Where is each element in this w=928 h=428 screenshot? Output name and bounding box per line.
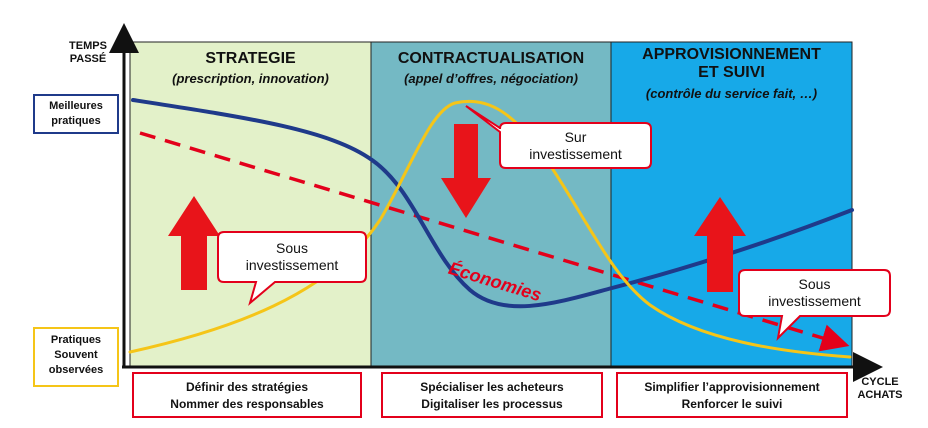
action-strategie-1: Définir des stratégies (185, 380, 309, 394)
phase-subtitle-approvisionnement: (contrôle du service fait, …) (645, 86, 818, 101)
actions-box-strategie: Définir des stratégies Nommer des respon… (132, 372, 362, 418)
legend-observed-line1: Pratiques (50, 334, 102, 346)
y-axis-label: TEMPS PASSÉ (64, 40, 112, 66)
callout-over-invest-line1: Sur (564, 129, 587, 145)
callout-bubble-over-invest (465, 105, 652, 169)
callout-bubble-under-invest-2 (738, 269, 891, 341)
phase-header-approvisionnement: APPROVISIONNEMENT ET SUIVI (contrôle du … (611, 46, 852, 102)
savings-trend-line (139, 131, 850, 352)
callout-under-invest-1-line1: Sous (276, 240, 308, 256)
phase-subtitle-strategie: (prescription, innovation) (172, 71, 329, 86)
legend-best-line1: Meilleures (49, 100, 103, 112)
up-arrow-approvisionnement (694, 197, 746, 292)
phase-title-strategie: STRATEGIE (205, 50, 296, 67)
x-axis-label-line2: ACHATS (857, 389, 903, 401)
phase-header-contractualisation: CONTRACTUALISATION (appel d’offres, négo… (371, 50, 611, 87)
down-arrow-contractualisation (441, 124, 491, 218)
x-axis-label: CYCLE ACHATS (856, 376, 904, 402)
up-arrow-strategie (168, 196, 220, 290)
phase-title-approvisionnement-line2: ET SUIVI (698, 64, 765, 81)
actions-box-approvisionnement: Simplifier l’approvisionnement Renforcer… (616, 372, 848, 418)
actions-box-contractualisation: Spécialiser les acheteurs Digitaliser le… (381, 372, 603, 418)
callout-under-invest-2: Sous investissement (741, 276, 888, 310)
phase-panel-strategie (129, 41, 372, 368)
phase-header-strategie: STRATEGIE (prescription, innovation) (130, 50, 371, 87)
action-approvisionnement-2: Renforcer le suivi (681, 397, 783, 411)
callout-under-invest-1: Sous investissement (220, 240, 364, 274)
phase-title-contractualisation: CONTRACTUALISATION (397, 50, 585, 67)
phase-title-approvisionnement-line1: APPROVISIONNEMENT (642, 46, 821, 63)
callout-under-invest-2-line2: investissement (768, 293, 861, 309)
callout-bubble-under-invest-1 (217, 231, 367, 306)
legend-observed-line3: observées (48, 364, 104, 376)
callout-under-invest-1-line2: investissement (245, 257, 339, 273)
phase-subtitle-contractualisation: (appel d’offres, négociation) (404, 71, 578, 86)
y-axis-label-line2: PASSÉ (69, 53, 107, 65)
best-practices-curve (131, 98, 854, 309)
action-approvisionnement-1: Simplifier l’approvisionnement (644, 380, 820, 394)
y-axis-label-line1: TEMPS (69, 40, 107, 52)
callout-under-invest-2-line1: Sous (798, 276, 831, 292)
action-strategie-2: Nommer des responsables (170, 397, 324, 411)
legend-observed-practices: Pratiques Souvent observées (33, 327, 119, 387)
action-contractualisation-2: Digitaliser les processus (421, 397, 563, 411)
legend-observed-line2: Souvent (54, 349, 98, 361)
legend-best-practices: Meilleures pratiques (33, 94, 119, 134)
callout-over-invest: Sur investissement (502, 129, 649, 163)
action-contractualisation-1: Spécialiser les acheteurs (420, 380, 564, 394)
x-axis-label-line1: CYCLE (861, 376, 899, 388)
callout-over-invest-line2: investissement (529, 146, 622, 162)
legend-best-line2: pratiques (51, 115, 101, 127)
